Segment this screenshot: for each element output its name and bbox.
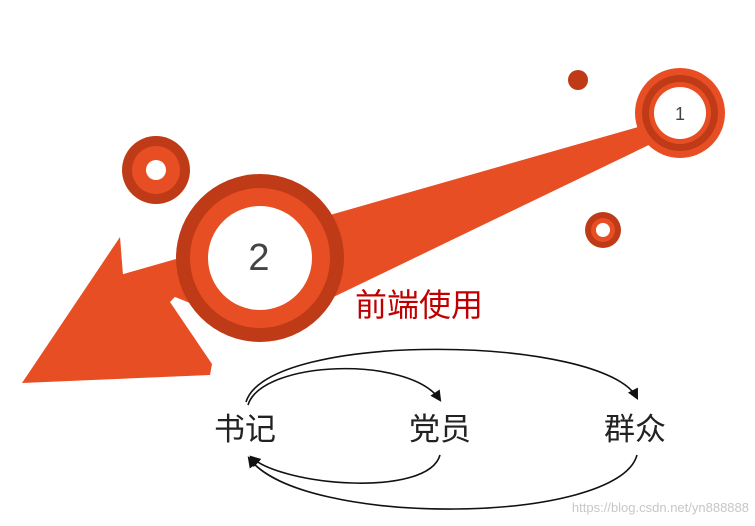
big-arrow-graphic: [22, 125, 680, 383]
arrow-left-to-middle: [247, 367, 442, 406]
relationship-arrows: [245, 348, 639, 510]
step-one-number: 1: [675, 104, 685, 124]
diagram-title: 前端使用: [355, 286, 483, 324]
decorative-dot: [568, 70, 588, 90]
step-one-badge: 1: [635, 68, 725, 158]
arrow-head: [22, 237, 212, 383]
watermark: https://blog.csdn.net/yn888888: [572, 500, 749, 515]
arrow-right-to-left: [247, 454, 638, 510]
decorative-ring-right: [585, 212, 621, 248]
node-middle: 党员: [409, 412, 471, 448]
step-two-badge: 2: [176, 174, 344, 342]
arrow-left-to-right: [245, 348, 639, 403]
node-right: 群众: [604, 412, 666, 448]
decorative-ring-left: [122, 136, 190, 204]
arrow-middle-to-left: [249, 454, 441, 484]
node-left: 书记: [214, 412, 276, 448]
step-two-number: 2: [248, 237, 269, 279]
